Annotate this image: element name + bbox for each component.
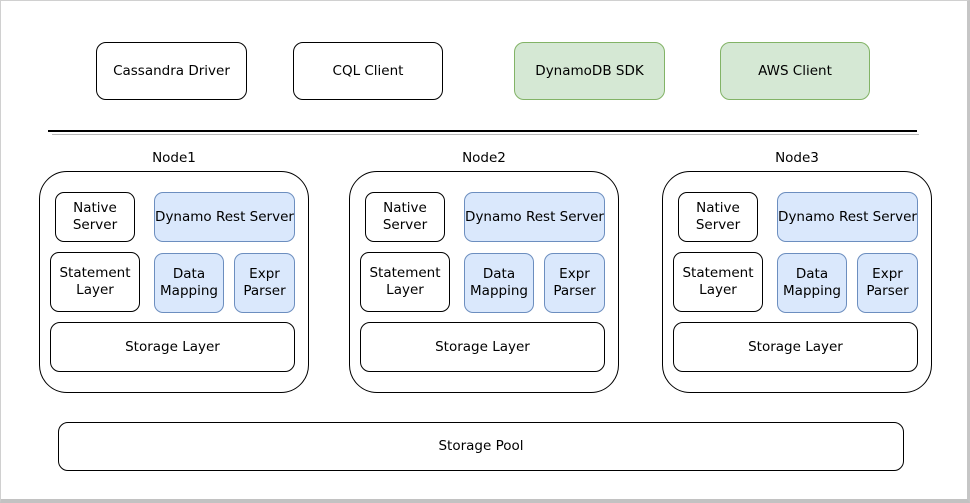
node1-title: Node1 (152, 150, 196, 166)
data-mapping-box: Data Mapping (464, 253, 534, 313)
storage-pool-label: Storage Pool (438, 438, 524, 455)
expr-parser-label: Expr Parser (866, 266, 909, 299)
statement-layer-box: Statement Layer (360, 252, 450, 312)
statement-layer-box: Statement Layer (673, 252, 763, 312)
native-server-box: Native Server (678, 192, 758, 242)
storage-layer-label: Storage Layer (748, 338, 843, 355)
dynamodb-sdk-box: DynamoDB SDK (514, 42, 665, 100)
node1-box: Native Server Dynamo Rest Server Stateme… (39, 171, 309, 393)
expr-parser-box: Expr Parser (857, 253, 918, 313)
storage-layer-label: Storage Layer (435, 338, 530, 355)
divider-line-shadow (52, 134, 919, 135)
statement-layer-box: Statement Layer (50, 252, 140, 312)
dynamo-rest-server-box: Dynamo Rest Server (154, 192, 295, 242)
data-mapping-label: Data Mapping (470, 266, 528, 299)
data-mapping-label: Data Mapping (160, 266, 218, 299)
node3-title: Node3 (775, 150, 819, 166)
dynamo-rest-server-label: Dynamo Rest Server (155, 208, 294, 225)
data-mapping-box: Data Mapping (777, 253, 847, 313)
storage-layer-label: Storage Layer (125, 338, 220, 355)
cql-client-box: CQL Client (293, 42, 443, 100)
native-server-label: Native Server (382, 200, 428, 233)
divider-line (48, 130, 917, 132)
native-server-label: Native Server (72, 200, 118, 233)
cassandra-driver-box: Cassandra Driver (96, 42, 247, 100)
storage-layer-box: Storage Layer (673, 322, 918, 372)
dynamo-rest-server-box: Dynamo Rest Server (777, 192, 918, 242)
dynamo-rest-server-label: Dynamo Rest Server (778, 208, 917, 225)
node3-box: Native Server Dynamo Rest Server Stateme… (662, 171, 932, 393)
dynamodb-sdk-label: DynamoDB SDK (535, 62, 644, 79)
native-server-label: Native Server (695, 200, 741, 233)
statement-layer-label: Statement Layer (682, 265, 754, 298)
aws-client-label: AWS Client (758, 62, 832, 79)
data-mapping-box: Data Mapping (154, 253, 224, 313)
expr-parser-box: Expr Parser (234, 253, 295, 313)
dynamo-rest-server-label: Dynamo Rest Server (465, 208, 604, 225)
node3-group: Node3 Native Server Dynamo Rest Server S… (662, 145, 932, 393)
cassandra-driver-label: Cassandra Driver (113, 62, 230, 79)
aws-client-box: AWS Client (720, 42, 870, 100)
node1-group: Node1 Native Server Dynamo Rest Server S… (39, 145, 309, 393)
node2-group: Node2 Native Server Dynamo Rest Server S… (349, 145, 619, 393)
native-server-box: Native Server (365, 192, 445, 242)
statement-layer-label: Statement Layer (369, 265, 441, 298)
statement-layer-label: Statement Layer (59, 265, 131, 298)
storage-pool-box: Storage Pool (58, 422, 904, 471)
node2-box: Native Server Dynamo Rest Server Stateme… (349, 171, 619, 393)
data-mapping-label: Data Mapping (783, 266, 841, 299)
expr-parser-label: Expr Parser (553, 266, 596, 299)
dynamo-rest-server-box: Dynamo Rest Server (464, 192, 605, 242)
expr-parser-label: Expr Parser (243, 266, 286, 299)
node2-title: Node2 (462, 150, 506, 166)
storage-layer-box: Storage Layer (50, 322, 295, 372)
storage-layer-box: Storage Layer (360, 322, 605, 372)
expr-parser-box: Expr Parser (544, 253, 605, 313)
cql-client-label: CQL Client (332, 62, 404, 79)
native-server-box: Native Server (55, 192, 135, 242)
